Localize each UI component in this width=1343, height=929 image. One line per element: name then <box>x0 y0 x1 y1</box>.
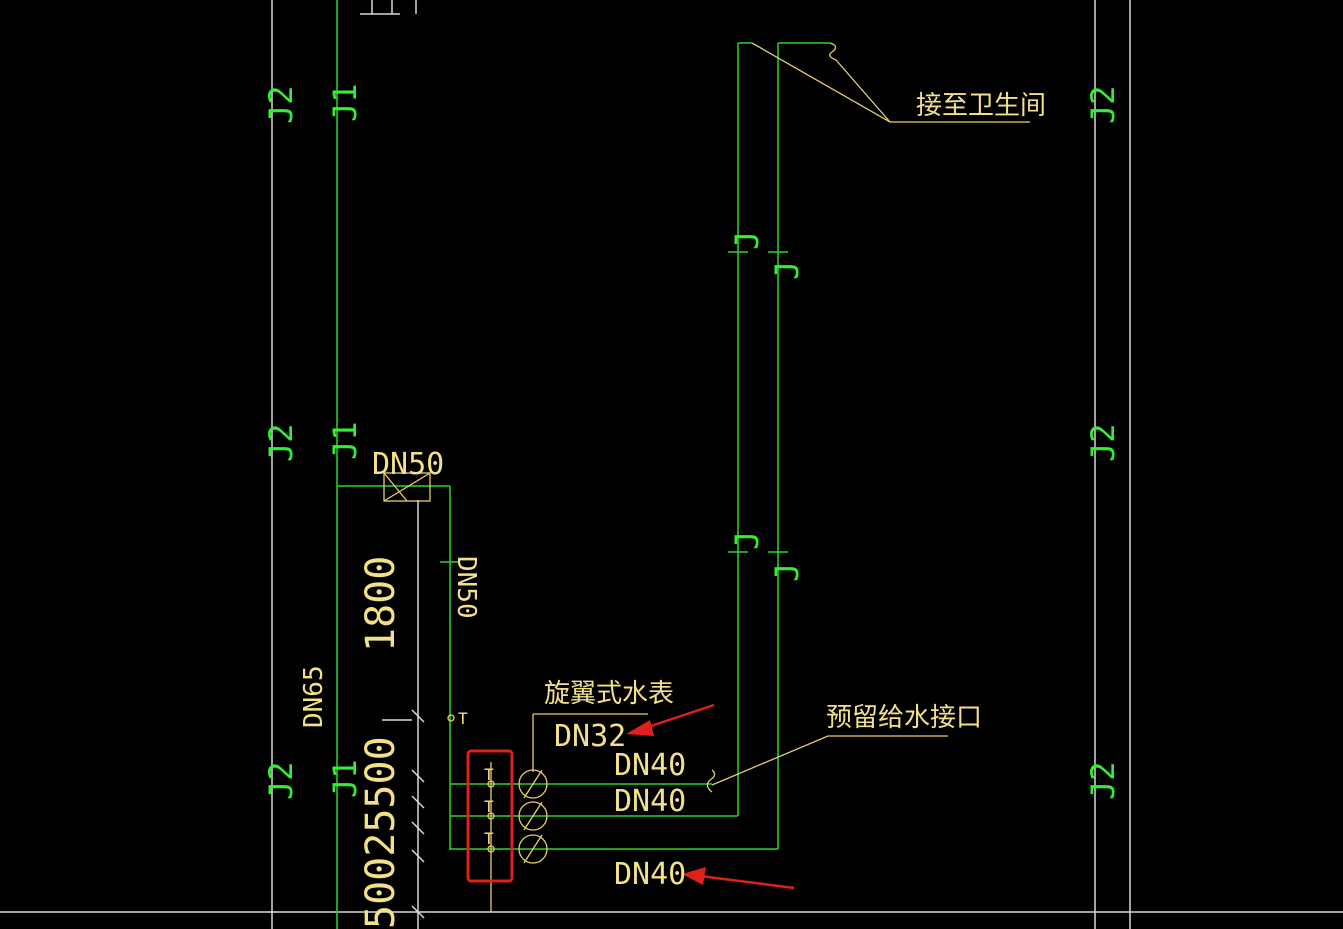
riser-label-j: J <box>768 261 806 280</box>
label-branch-size: DN50 <box>451 556 481 619</box>
riser-label-j: J <box>728 231 766 250</box>
riser-label-j2: J2 <box>1084 85 1122 124</box>
label-connect-bathroom: 接至卫生间 <box>916 91 1046 121</box>
riser-label-j: J <box>768 563 806 582</box>
pipe-network <box>336 0 830 929</box>
tap-label: T <box>484 829 494 848</box>
riser-label-j2: J2 <box>1084 761 1122 800</box>
label-reserved-supply: 预留给水接口 <box>826 703 982 733</box>
highlight-annotations <box>466 703 795 890</box>
highlight-box <box>466 749 514 883</box>
riser-label-j2: J2 <box>262 423 300 462</box>
red-arrow-lower <box>682 867 795 890</box>
tap-label: T <box>458 709 468 728</box>
riser-label-j1: J1 <box>326 83 364 122</box>
water-meter-symbols <box>518 769 548 864</box>
label-rotary-meter: 旋翼式水表 <box>544 679 674 709</box>
riser-label-j: J <box>728 531 766 550</box>
riser-label-j2: J2 <box>262 85 300 124</box>
leader-lines <box>532 42 1030 793</box>
label-valve-size: DN50 <box>372 447 444 482</box>
dimension-1800: 1800 <box>358 556 404 652</box>
label-outlet-3: DN40 <box>614 857 686 892</box>
riser-label-j1: J1 <box>326 421 364 460</box>
label-meter-size: DN32 <box>554 719 626 754</box>
label-main-size: DN65 <box>299 665 329 728</box>
riser-label-j2: J2 <box>1084 423 1122 462</box>
tap-symbols <box>447 714 495 912</box>
tap-label: T <box>484 797 494 816</box>
tap-label: T <box>484 765 494 784</box>
label-outlet-2: DN40 <box>614 784 686 819</box>
red-arrow-upper <box>626 703 715 736</box>
valve-symbol <box>383 472 431 502</box>
riser-label-j2: J2 <box>262 761 300 800</box>
dimension-stack: 50025500 <box>358 736 404 929</box>
label-outlet-1: DN40 <box>614 748 686 783</box>
riser-label-j1: J1 <box>326 759 364 798</box>
